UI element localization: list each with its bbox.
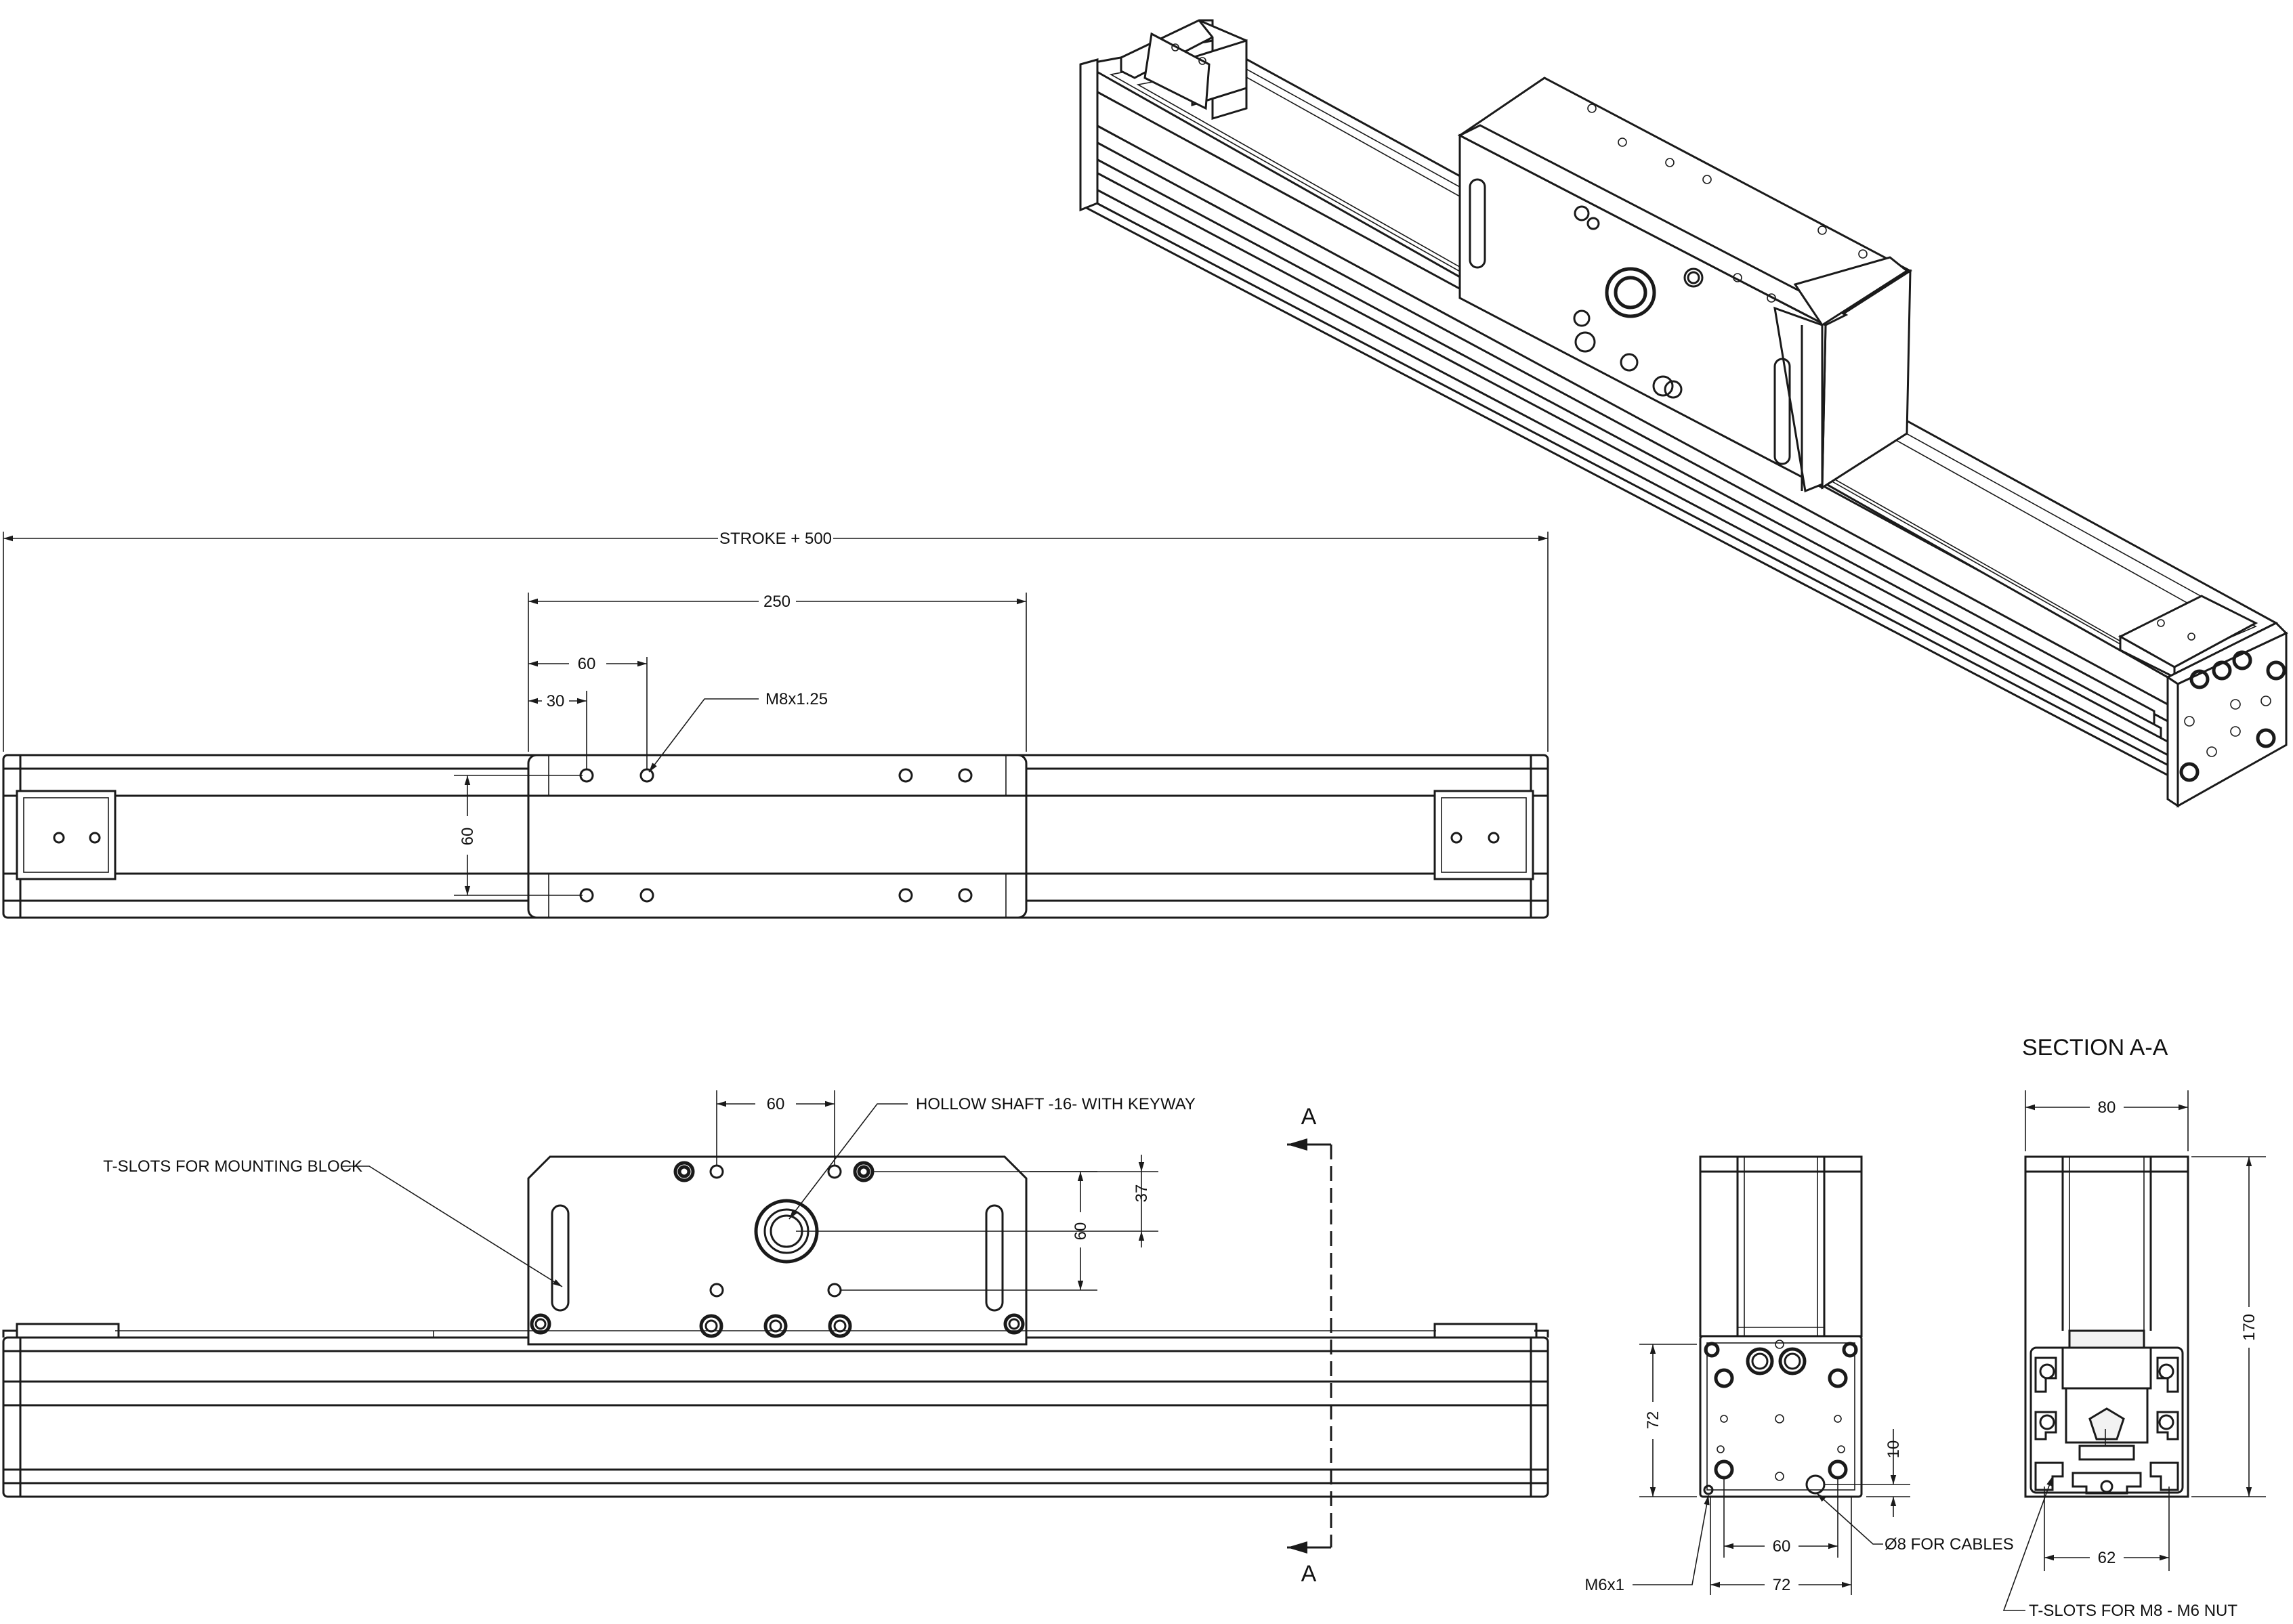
top-view	[2, 754, 1549, 919]
isometric-view	[1079, 19, 2288, 808]
front-view-dimensions: 60 HOLLOW SHAFT -16- WITH KEYWAY T-SLOTS…	[103, 1090, 1196, 1291]
m8-thread-label: M8x1.25	[765, 690, 828, 708]
section-62-dimension: 62	[2098, 1549, 2116, 1567]
section-dimensions: SECTION A-A 80 170 62 T-SLOTS FOR M8 - M…	[2002, 1035, 2266, 1620]
end-10-dimension: 10	[1885, 1440, 1903, 1459]
hole-offset-dimension: 30	[547, 692, 565, 710]
front-pitch-dimension: 60	[767, 1095, 785, 1113]
carriage-length-dimension: 250	[763, 593, 791, 611]
end-view-dimensions: 72 10 60 72 M6x1 Ø8 FOR CABLES	[1584, 1344, 2014, 1595]
rail-spacing-dimension: 60	[459, 828, 477, 846]
top-view-dimensions: STROKE + 500 250 60 30 M8x1.25 60	[3, 530, 1549, 896]
m6-thread-label: M6x1	[1584, 1576, 1624, 1594]
hole-pitch-dimension: 60	[578, 655, 596, 673]
hollow-shaft-label: HOLLOW SHAFT -16- WITH KEYWAY	[916, 1095, 1196, 1113]
vertical-37-dimension: 37	[1133, 1184, 1151, 1203]
section-view	[2024, 1155, 2189, 1498]
end-view	[1699, 1155, 1863, 1498]
vertical-60-dimension: 60	[1072, 1222, 1090, 1241]
section-label-top: A	[1301, 1104, 1317, 1130]
end-width-72-dimension: 72	[1773, 1576, 1791, 1594]
end-width-60-dimension: 60	[1773, 1537, 1791, 1556]
section-title: SECTION A-A	[2022, 1035, 2168, 1061]
section-width-80-dimension: 80	[2098, 1098, 2116, 1117]
section-height-170-dimension: 170	[2240, 1314, 2258, 1341]
tslots-mounting-label: T-SLOTS FOR MOUNTING BLOCK	[103, 1157, 362, 1176]
end-height-72-dimension: 72	[1644, 1411, 1662, 1430]
section-label-bottom: A	[1301, 1561, 1317, 1587]
front-view: A A	[2, 1104, 1549, 1587]
stroke-dimension: STROKE + 500	[719, 530, 832, 548]
cables-label: Ø8 FOR CABLES	[1885, 1535, 2014, 1554]
tslots-nut-label: T-SLOTS FOR M8 - M6 NUT	[2029, 1602, 2237, 1620]
